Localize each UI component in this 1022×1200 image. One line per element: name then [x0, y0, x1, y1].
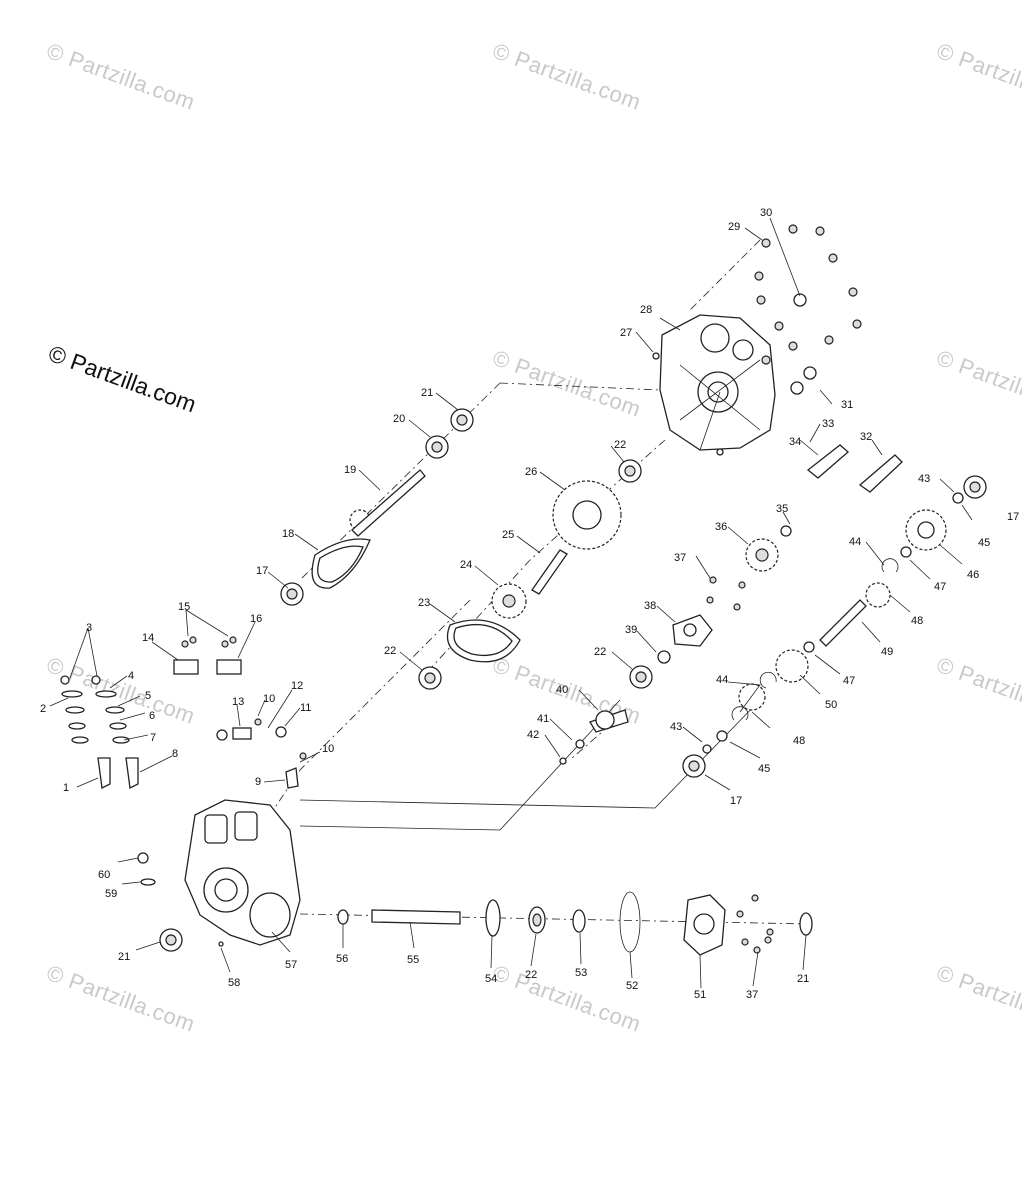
- callout-17: 17: [256, 565, 268, 577]
- callout-2: 2: [40, 703, 46, 715]
- callout-44: 44: [849, 536, 861, 548]
- leader-lines: [49, 217, 973, 989]
- callout-21: 21: [118, 951, 130, 963]
- bearing: [159, 928, 183, 952]
- bolts: [181, 224, 862, 954]
- callout-46: 46: [967, 569, 979, 581]
- callout-36: 36: [715, 521, 727, 533]
- bearing: [799, 912, 813, 936]
- callout-60: 60: [98, 869, 110, 881]
- callout-22: 22: [384, 645, 396, 657]
- callout-45: 45: [978, 537, 990, 549]
- callout-11: 11: [300, 702, 311, 714]
- callout-28: 28: [640, 304, 652, 316]
- callout-9: 9: [255, 776, 261, 788]
- callout-35: 35: [776, 503, 788, 515]
- callout-48: 48: [793, 735, 805, 747]
- callout-33: 33: [822, 418, 834, 430]
- callout-27: 27: [620, 327, 632, 339]
- callout-25: 25: [502, 529, 514, 541]
- callout-12: 12: [291, 680, 303, 692]
- gears: [349, 480, 947, 711]
- case-upper: [659, 314, 776, 451]
- callout-labels: 1 2 3 4 5 6 7 8 9 10 10 11 12 13 14 15 1…: [40, 207, 1019, 1001]
- callout-34: 34: [789, 436, 801, 448]
- callout-24: 24: [460, 559, 472, 571]
- callout-22: 22: [594, 646, 606, 658]
- callout-15: 15: [178, 601, 190, 613]
- callout-13: 13: [232, 696, 244, 708]
- callout-22: 22: [614, 439, 626, 451]
- callout-57: 57: [285, 959, 297, 971]
- callout-38: 38: [644, 600, 656, 612]
- callout-5: 5: [145, 690, 151, 702]
- callout-39: 39: [625, 624, 637, 636]
- chains: [311, 538, 521, 663]
- callout-6: 6: [149, 710, 155, 722]
- callout-44: 44: [716, 674, 728, 686]
- bearing: [629, 665, 653, 689]
- callout-20: 20: [393, 413, 405, 425]
- callout-8: 8: [172, 748, 178, 760]
- callout-42: 42: [527, 729, 539, 741]
- callout-17: 17: [730, 795, 742, 807]
- bearing: [280, 582, 304, 606]
- callout-55: 55: [407, 954, 419, 966]
- callout-32: 32: [860, 431, 872, 443]
- callout-16: 16: [250, 613, 262, 625]
- callout-50: 50: [825, 699, 837, 711]
- bearing: [450, 408, 474, 432]
- callout-52: 52: [626, 980, 638, 992]
- callout-43: 43: [670, 721, 682, 733]
- callout-53: 53: [575, 967, 587, 979]
- callout-23: 23: [418, 597, 430, 609]
- callout-48: 48: [911, 615, 923, 627]
- callout-51: 51: [694, 989, 706, 1001]
- bearing: [963, 475, 987, 499]
- callout-19: 19: [344, 464, 356, 476]
- callout-22: 22: [525, 969, 537, 981]
- callout-47: 47: [843, 675, 855, 687]
- callout-10: 10: [322, 743, 334, 755]
- bearing: [618, 459, 642, 483]
- small-parts: [97, 352, 903, 947]
- callout-3: 3: [86, 622, 92, 634]
- callout-21: 21: [797, 973, 809, 985]
- callout-43: 43: [918, 473, 930, 485]
- covers: [595, 614, 726, 956]
- callout-4: 4: [128, 670, 134, 682]
- callout-37: 37: [674, 552, 686, 564]
- callout-10: 10: [263, 693, 275, 705]
- callout-40: 40: [556, 684, 568, 696]
- callout-30: 30: [760, 207, 772, 219]
- washers: [337, 293, 964, 953]
- callout-18: 18: [282, 528, 294, 540]
- callout-21: 21: [421, 387, 433, 399]
- callout-59: 59: [105, 888, 117, 900]
- callout-45: 45: [758, 763, 770, 775]
- callout-31: 31: [841, 399, 853, 411]
- bearing: [418, 666, 442, 690]
- callout-47: 47: [934, 581, 946, 593]
- valve-stacks: [60, 675, 130, 744]
- callout-37: 37: [746, 989, 758, 1001]
- callout-29: 29: [728, 221, 740, 233]
- case-lower: [184, 799, 301, 946]
- callout-49: 49: [881, 646, 893, 658]
- callout-7: 7: [150, 732, 156, 744]
- bearing: [682, 754, 706, 778]
- callout-58: 58: [228, 977, 240, 989]
- bearings: [159, 408, 987, 952]
- callout-14: 14: [142, 632, 154, 644]
- bearing: [528, 906, 546, 934]
- callout-17: 17: [1007, 511, 1019, 523]
- callout-54: 54: [485, 973, 497, 985]
- callout-56: 56: [336, 953, 348, 965]
- callout-41: 41: [537, 713, 549, 725]
- bearing: [425, 435, 449, 459]
- callout-26: 26: [525, 466, 537, 478]
- callout-1: 1: [63, 782, 69, 794]
